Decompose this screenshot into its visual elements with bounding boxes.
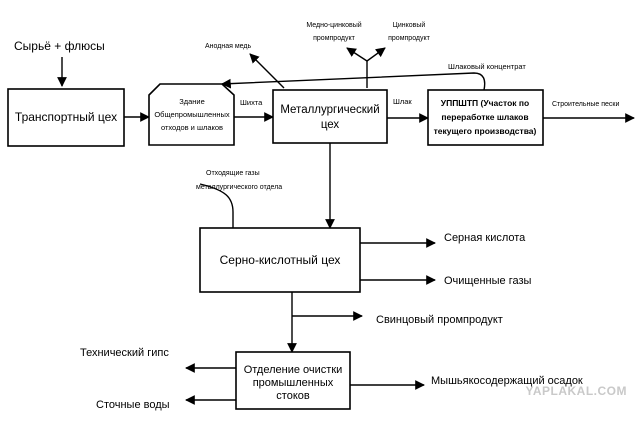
waste-water-label: Сточные воды — [96, 399, 170, 411]
anode-copper-label: Анодная медь — [205, 43, 251, 50]
slag-concentrate-label: Шлаковый концентрат — [448, 62, 526, 71]
sulfuric-box — [199, 227, 361, 293]
zinc-label-2: промпродукт — [388, 35, 431, 42]
building-sand-label: Строительные пески — [552, 101, 619, 108]
transport-box — [7, 88, 125, 147]
metallurgy-label-1: Металлургический — [280, 104, 379, 116]
metallurgy-box — [272, 89, 388, 144]
treatment-label-2: промышленных — [253, 377, 334, 389]
arrow-anode-copper — [249, 53, 285, 89]
line-off-gases — [199, 183, 234, 228]
raw-input-label: Сырьё + флюсы — [14, 39, 105, 53]
off-gases-label-1: Отходящие газы — [206, 170, 260, 177]
treatment-label-1: Отделение очистки — [244, 364, 343, 376]
charge-label: Шихта — [240, 98, 263, 107]
storage-label-3: отходов и шлаков — [161, 123, 223, 132]
storage-box — [148, 83, 235, 146]
copper-zinc-label-1: Медно-цинковый — [306, 21, 361, 29]
arrow-copper-zinc — [346, 47, 368, 62]
arrow-zinc — [366, 47, 386, 62]
off-gases-label-2: металлургического отдела — [196, 184, 282, 191]
arrow-slag-concentrate — [221, 72, 486, 91]
upshtp-box — [427, 89, 544, 146]
copper-zinc-label-2: промпродукт — [313, 35, 356, 42]
arsenic-sludge-label: Мышьякосодержащий осадок — [431, 375, 583, 387]
tech-gypsum-label: Технический гипс — [80, 347, 169, 359]
storage-label-1: Здание — [179, 97, 205, 106]
upshtp-label-3: текущего производства) — [434, 126, 537, 136]
slag-label: Шлак — [393, 97, 412, 106]
cleaned-gases-label: Очищенные газы — [444, 275, 532, 287]
transport-label: Транспортный цех — [15, 110, 117, 124]
upshtp-label-2: переработке шлаков — [441, 112, 528, 122]
sulfuric-label: Серно-кислотный цех — [220, 253, 341, 267]
zinc-label-1: Цинковый — [393, 21, 426, 29]
storage-label-2: Общепромышленных — [154, 110, 230, 119]
metallurgy-label-2: цех — [321, 119, 340, 131]
upshtp-label-1: УППШТП (Участок по — [441, 98, 529, 108]
treatment-box — [235, 351, 351, 410]
lead-product-label: Свинцовый промпродукт — [376, 314, 503, 326]
treatment-label-3: стоков — [276, 390, 310, 402]
sulfuric-acid-label: Серная кислота — [444, 232, 526, 244]
watermark: YAPLAKAL.COM — [525, 384, 627, 398]
